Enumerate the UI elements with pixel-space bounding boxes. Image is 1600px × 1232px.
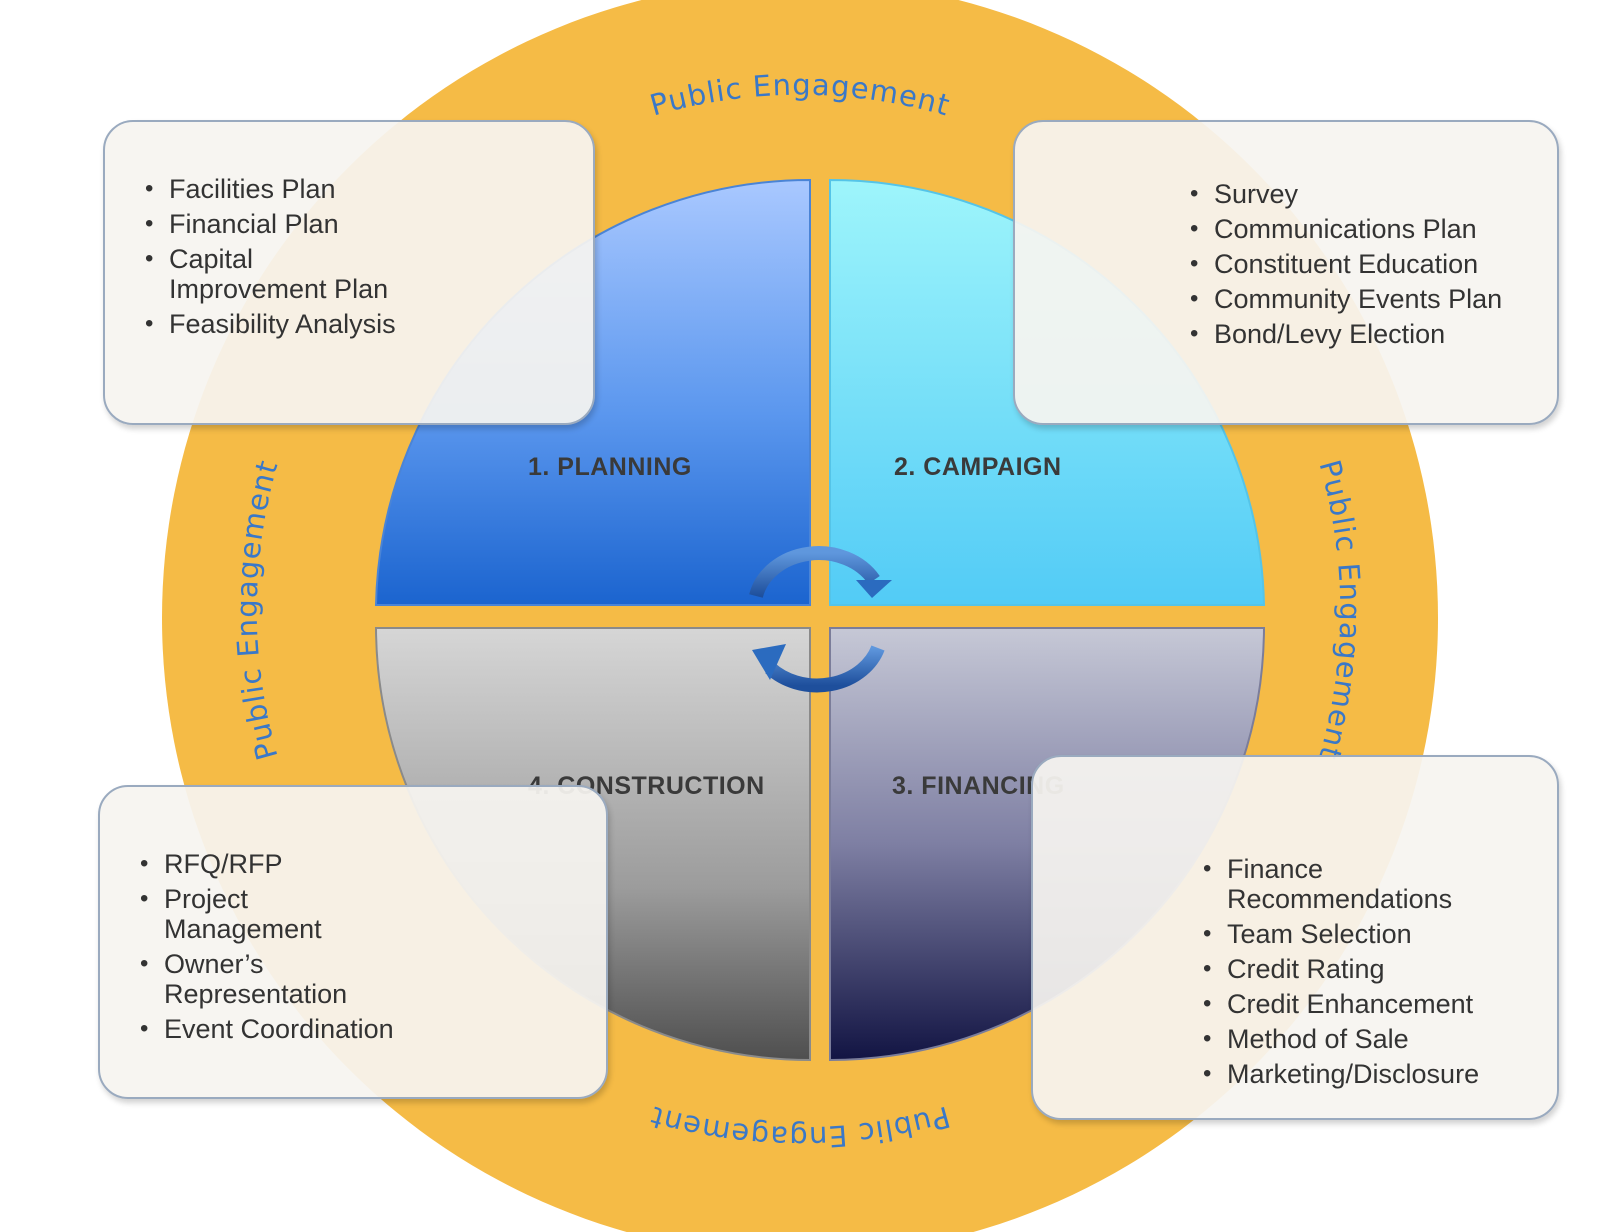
cycle-arrow-top-icon — [749, 546, 892, 598]
list-item: Constituent Education — [1190, 249, 1537, 279]
list-item: Method of Sale — [1203, 1024, 1537, 1054]
quadrant-label-campaign: 2. CAMPAIGN — [894, 453, 1062, 481]
list-item: Financial Plan — [145, 209, 573, 239]
list-item: Feasibility Analysis — [145, 309, 573, 339]
construction-list: RFQ/RFP Project Management Owner’s Repre… — [140, 849, 586, 1044]
list-item: RFQ/RFP — [140, 849, 586, 879]
list-item: Project Management — [140, 884, 586, 944]
campaign-callout: Survey Communications Plan Constituent E… — [1013, 120, 1559, 425]
list-item: Communications Plan — [1190, 214, 1537, 244]
planning-list: Facilities Plan Financial Plan Capital I… — [145, 174, 573, 339]
financing-list: Finance Recommendations Team Selection C… — [1203, 854, 1537, 1089]
quadrant-label-planning: 1. PLANNING — [528, 453, 692, 481]
list-item: Team Selection — [1203, 919, 1537, 949]
list-item: Facilities Plan — [145, 174, 573, 204]
list-item: Credit Rating — [1203, 954, 1537, 984]
list-item: Owner’s Representation — [140, 949, 586, 1009]
financing-callout: Finance Recommendations Team Selection C… — [1031, 755, 1559, 1120]
campaign-list: Survey Communications Plan Constituent E… — [1190, 179, 1537, 349]
cycle-arrow-bottom-icon — [752, 644, 885, 693]
list-item: Marketing/Disclosure — [1203, 1059, 1537, 1089]
construction-callout: RFQ/RFP Project Management Owner’s Repre… — [98, 785, 608, 1099]
list-item: Finance Recommendations — [1203, 854, 1537, 914]
planning-callout: Facilities Plan Financial Plan Capital I… — [103, 120, 595, 425]
list-item: Community Events Plan — [1190, 284, 1537, 314]
list-item: Event Coordination — [140, 1014, 586, 1044]
list-item: Credit Enhancement — [1203, 989, 1537, 1019]
list-item: Bond/Levy Election — [1190, 319, 1537, 349]
list-item: Survey — [1190, 179, 1537, 209]
list-item: Capital Improvement Plan — [145, 244, 573, 304]
